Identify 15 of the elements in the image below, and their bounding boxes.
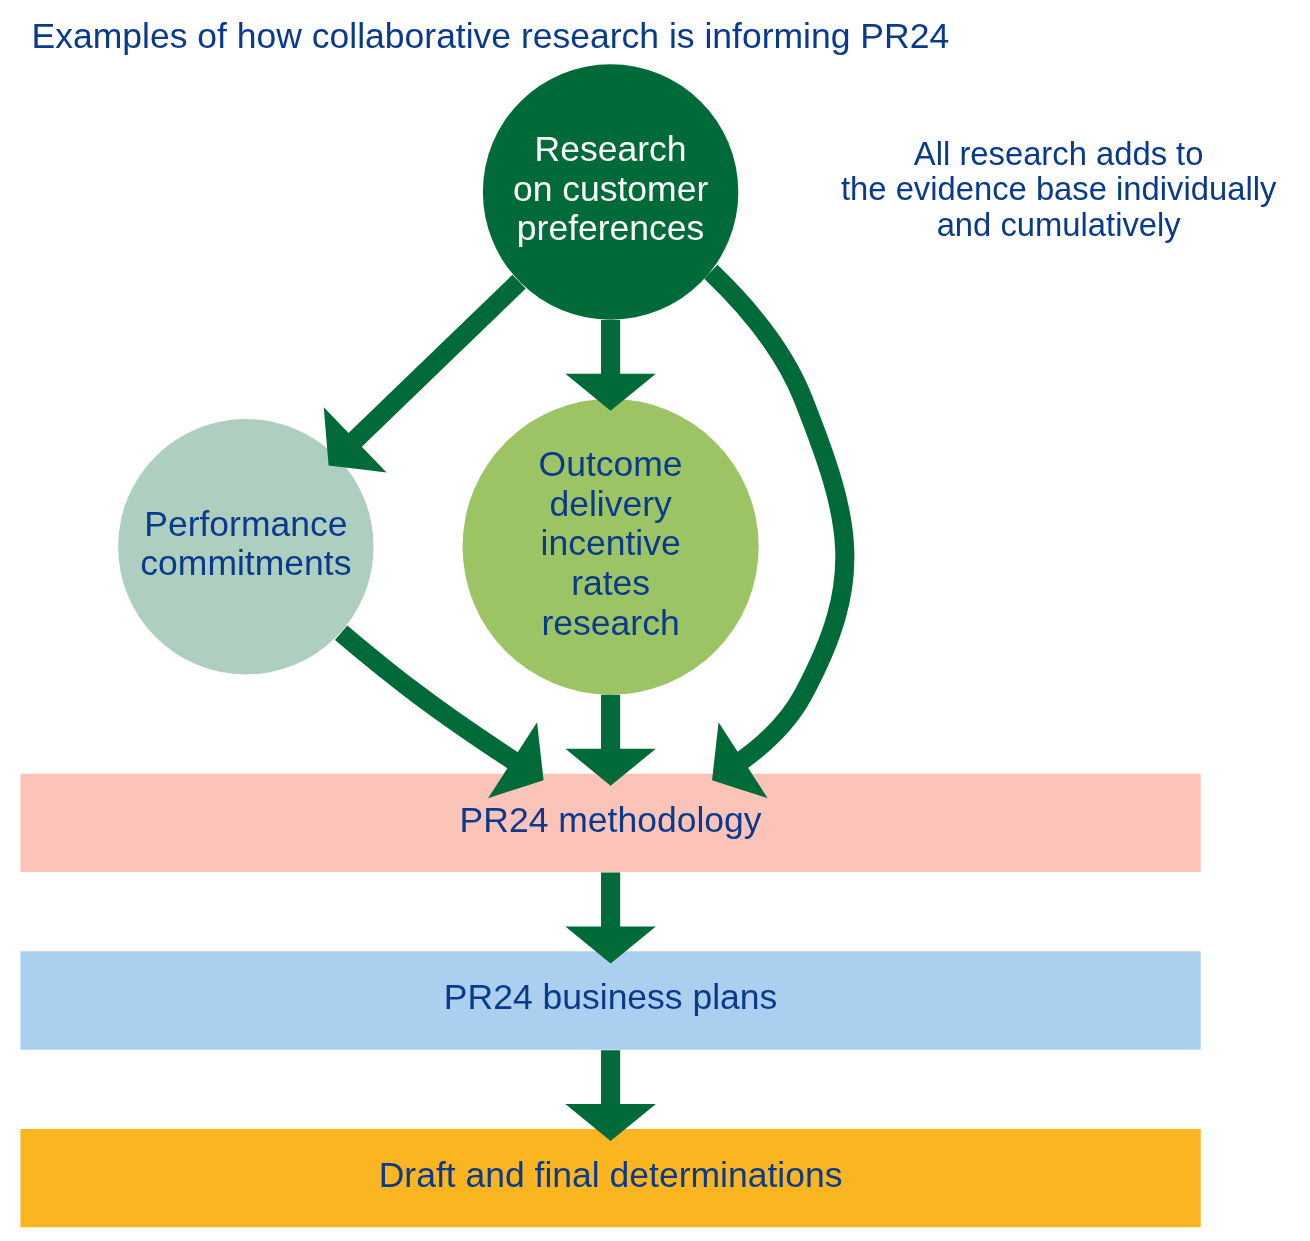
node-circle: Performance commitments [118, 419, 374, 675]
node-circle: Research on customer preferences [482, 64, 739, 320]
node-box: PR24 methodology [20, 773, 1201, 873]
arrow [565, 1050, 656, 1141]
arrow [565, 872, 656, 964]
diagram-title: Examples of how collaborative research is informing PR24 [31, 15, 950, 56]
arrow [704, 264, 855, 799]
node-box: Draft and final determinations [20, 1128, 1201, 1228]
arrow [334, 625, 544, 799]
label: All research adds to the evidence base individually and cumulatively [840, 134, 1277, 243]
arrow [565, 319, 656, 411]
arrow [323, 274, 526, 473]
node-circle: Outcome delivery incentive rates research [462, 398, 759, 695]
node-box: PR24 business plans [20, 951, 1201, 1050]
arrow [565, 694, 656, 786]
